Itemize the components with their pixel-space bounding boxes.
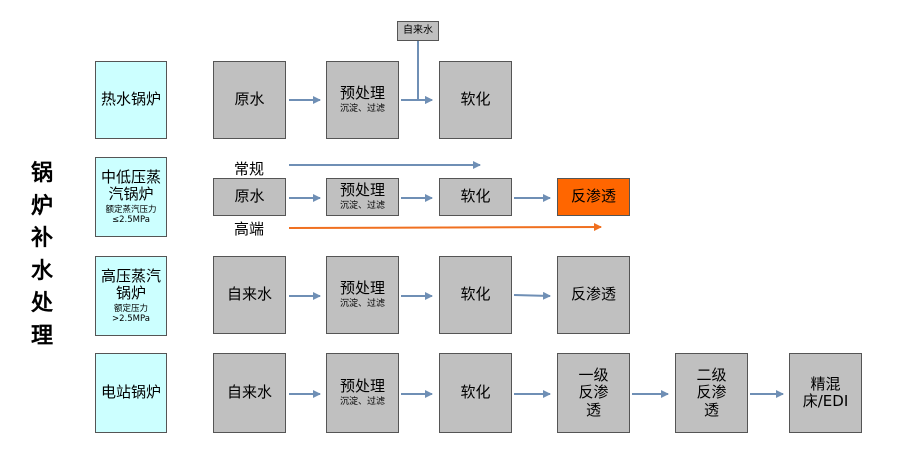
pretreatment-box-row3: 预处理 沉淀、过滤 xyxy=(326,256,399,334)
boiler-name: 热水锅炉 xyxy=(100,90,161,109)
title-char: 处 xyxy=(30,291,53,317)
step-sublabel: 沉淀、过滤 xyxy=(339,201,385,212)
step-label: 软化 xyxy=(460,285,491,304)
conventional-label: 常规 xyxy=(234,160,265,178)
boiler-hot-water: 热水锅炉 xyxy=(95,61,167,139)
boiler-name: 中低压蒸汽锅炉 xyxy=(100,167,161,203)
boiler-name: 电站锅炉 xyxy=(100,383,161,402)
pretreatment-box-row4: 预处理 沉淀、过滤 xyxy=(326,353,399,433)
softening-box-row4: 软化 xyxy=(439,353,512,433)
step-sublabel: 沉淀、过滤 xyxy=(339,299,385,310)
step-label: 原水 xyxy=(234,90,265,109)
tap-water-box-top: 自来水 xyxy=(397,21,439,41)
boiler-note: 额定蒸汽压力≤2.5MPa xyxy=(105,205,157,226)
ro-box-row2-highlight: 反渗透 xyxy=(557,178,630,216)
title-char: 锅 xyxy=(30,161,53,186)
step-label: 一级反渗透 xyxy=(578,366,609,419)
tap-water-box-row3: 自来水 xyxy=(213,256,286,334)
step-label: 反渗透 xyxy=(570,187,616,206)
title-char: 水 xyxy=(30,258,53,284)
diagram-title: 锅 炉 补 水 处 理 xyxy=(22,158,62,353)
title-char: 补 xyxy=(30,226,53,252)
boiler-name: 高压蒸汽锅炉 xyxy=(100,266,161,302)
step-label: 二级反渗透 xyxy=(696,366,727,419)
step-label: 预处理 xyxy=(339,377,385,396)
softening-box-row3: 软化 xyxy=(439,256,512,334)
softening-box-row2: 软化 xyxy=(439,178,512,216)
tap-water-label: 自来水 xyxy=(403,25,433,37)
boiler-note: 额定压力>2.5MPa xyxy=(112,304,150,325)
ro-box-row3: 反渗透 xyxy=(557,256,630,334)
step-label: 预处理 xyxy=(339,84,385,103)
boiler-high-pressure: 高压蒸汽锅炉 额定压力>2.5MPa xyxy=(95,256,167,336)
arrow-soft-to-ro-row3 xyxy=(513,291,551,300)
step-label: 自来水 xyxy=(226,285,272,304)
step-sublabel: 沉淀、过滤 xyxy=(339,104,385,115)
step-label: 原水 xyxy=(234,187,265,206)
high-end-label: 高端 xyxy=(234,220,265,238)
polishing-box-row4: 精混床/EDI xyxy=(789,353,862,433)
step-label: 精混床/EDI xyxy=(802,374,849,410)
step-label: 预处理 xyxy=(339,181,385,200)
ro-stage2-box-row4: 二级反渗透 xyxy=(675,353,748,433)
boiler-power-station: 电站锅炉 xyxy=(95,353,167,433)
arrow-high-end xyxy=(288,223,602,232)
boiler-mid-low-pressure: 中低压蒸汽锅炉 额定蒸汽压力≤2.5MPa xyxy=(95,157,167,237)
step-label: 反渗透 xyxy=(570,285,616,304)
title-char: 炉 xyxy=(30,193,53,219)
step-sublabel: 沉淀、过滤 xyxy=(339,397,385,408)
step-label: 软化 xyxy=(460,383,491,402)
softening-box-row1: 软化 xyxy=(439,61,512,139)
step-label: 预处理 xyxy=(339,279,385,298)
raw-water-box-row2: 原水 xyxy=(213,178,286,216)
pretreatment-box-row1: 预处理 沉淀、过滤 xyxy=(326,61,399,139)
step-label: 自来水 xyxy=(226,383,272,402)
title-char: 理 xyxy=(30,323,53,349)
arrow-tap-to-soft-row1 xyxy=(417,41,433,104)
step-label: 软化 xyxy=(460,187,491,206)
raw-water-box-row1: 原水 xyxy=(213,61,286,139)
tap-water-box-row4: 自来水 xyxy=(213,353,286,433)
step-label: 软化 xyxy=(460,90,491,109)
pretreatment-box-row2: 预处理 沉淀、过滤 xyxy=(326,178,399,216)
ro-stage1-box-row4: 一级反渗透 xyxy=(557,353,630,433)
